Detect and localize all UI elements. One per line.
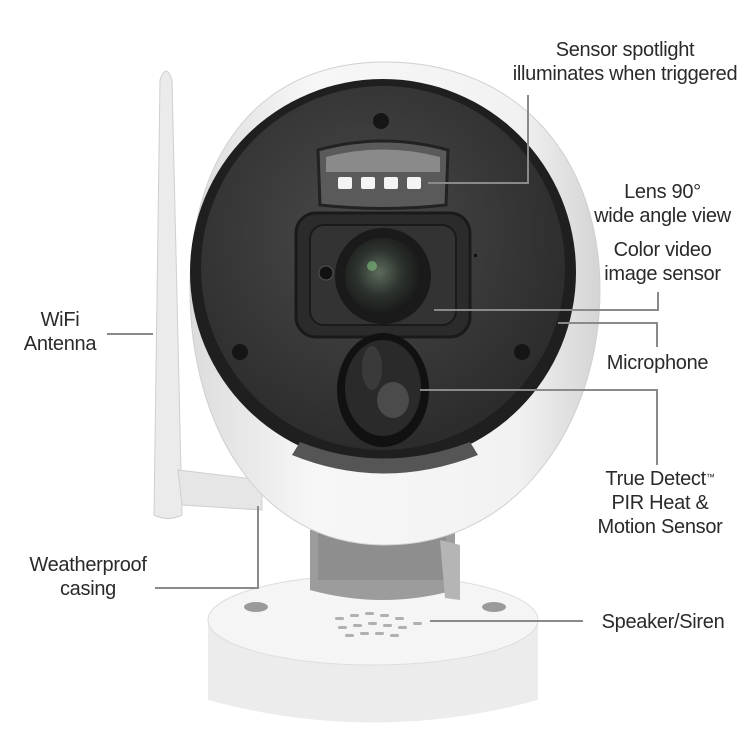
label-line: Weatherproof (29, 554, 147, 576)
label-line: Motion Sensor (597, 516, 723, 538)
label-line: Speaker/Siren (601, 611, 725, 633)
lens-assembly (294, 211, 477, 339)
casing-leader-line (155, 506, 259, 589)
label-line: image sensor (604, 263, 721, 285)
label-line: wide angle view (594, 205, 731, 227)
wifi-antenna (153, 70, 263, 519)
label-line: Lens 90° (624, 181, 701, 203)
label-line: Sensor spotlight (555, 39, 695, 61)
label-line: PIR Heat & (611, 492, 709, 514)
label-line: True Detect™ (605, 468, 715, 490)
label-line: illuminates when triggered (512, 63, 738, 85)
label-line: casing (59, 578, 116, 600)
spotlight-leader-line (428, 95, 529, 184)
screw (373, 113, 389, 129)
microphone-leader-line (558, 322, 658, 347)
camera-face (190, 79, 576, 474)
label-line: Microphone (606, 352, 709, 374)
pir-sensor (337, 333, 429, 447)
screw (514, 344, 530, 360)
label-pir-sensor: True Detect™ PIR Heat & Motion Sensor (580, 467, 740, 539)
spotlight (316, 139, 450, 210)
label-weatherproof-casing: Weatherproof casing (18, 553, 158, 601)
pir-leader-line (420, 389, 658, 465)
leader-lines (107, 95, 659, 622)
label-wifi-antenna: WiFi Antenna (10, 308, 110, 356)
label-microphone: Microphone (590, 351, 725, 375)
label-line: Antenna (23, 333, 97, 355)
label-line: Color video (613, 239, 712, 261)
sensor-leader-line (434, 292, 659, 311)
label-sensor-spotlight: Sensor spotlight illuminates when trigge… (505, 38, 745, 86)
label-color-sensor: Color video image sensor (580, 238, 745, 286)
label-lens: Lens 90° wide angle view (580, 180, 745, 228)
screw (232, 344, 248, 360)
label-speaker-siren: Speaker/Siren (588, 610, 738, 634)
speaker-grille (335, 612, 422, 637)
label-line: WiFi (40, 309, 80, 331)
